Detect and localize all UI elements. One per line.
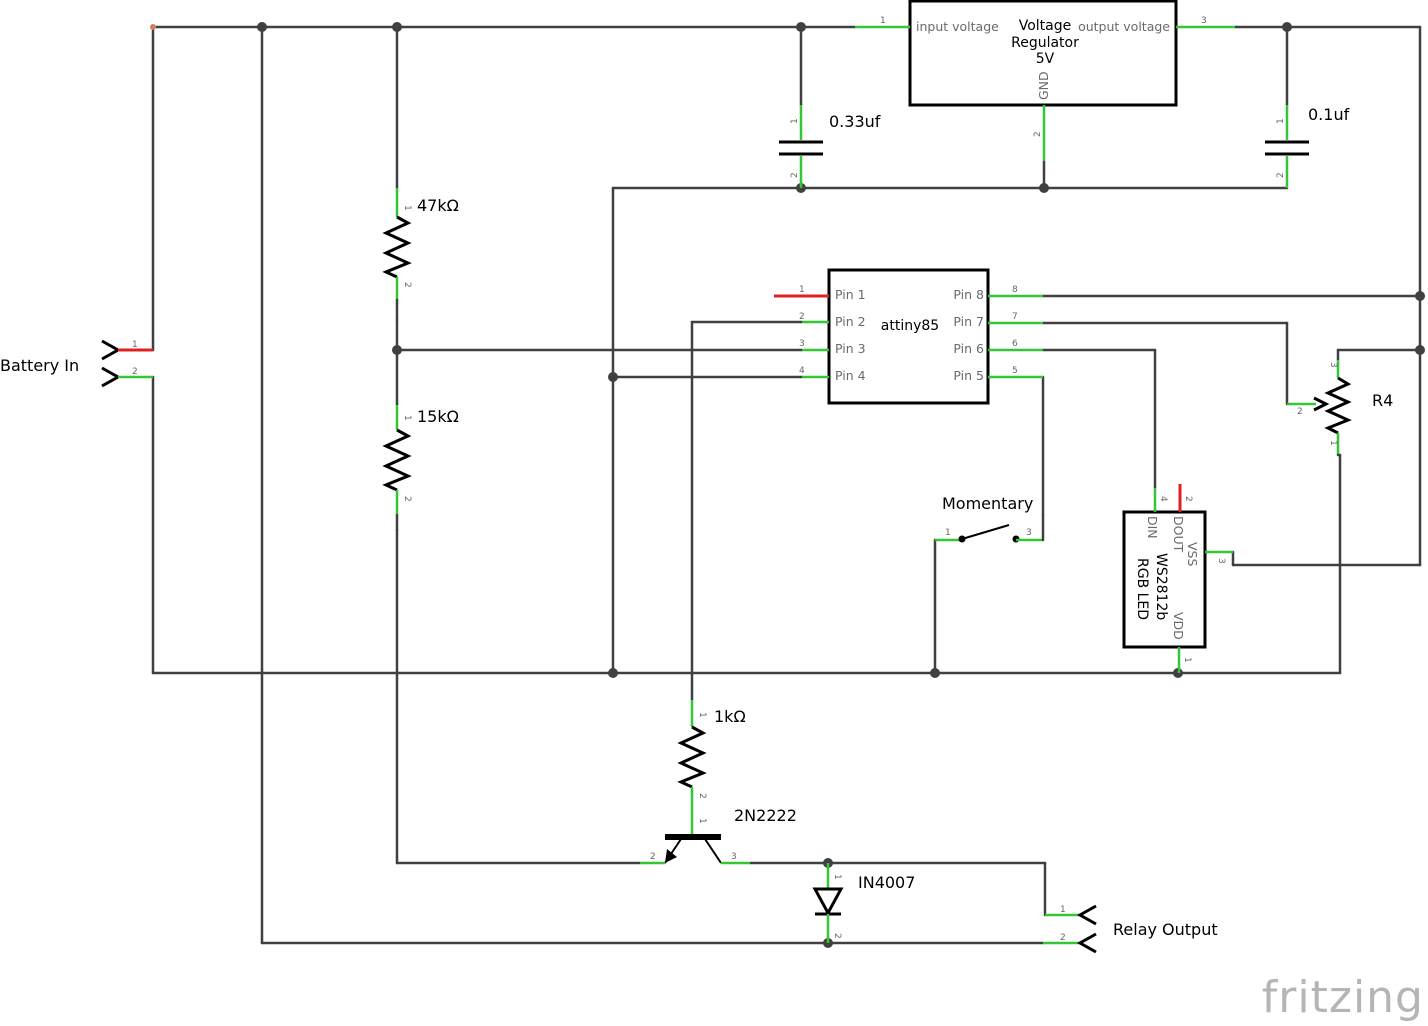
pin-number: 5	[1012, 366, 1018, 376]
pin-number: 1	[1276, 118, 1286, 124]
battery-connector[interactable]: Battery In 1 2	[0, 339, 153, 388]
attiny85-chip[interactable]: attiny85 Pin 1 Pin 2 Pin 3 Pin 4 Pin 8 P…	[774, 268, 1043, 405]
relay-output-connector[interactable]: Relay Output 1 2	[1043, 904, 1218, 954]
pin-number: 1	[402, 205, 412, 211]
regulator-title-2: Regulator	[1011, 35, 1079, 51]
led-din-label: DIN	[1145, 516, 1160, 539]
ws2812b-led[interactable]: DIN DOUT VSS VDD WS2812b RGB LED 4 2 3 1	[1122, 484, 1233, 673]
wires	[151, 25, 1422, 945]
diode-in4007[interactable]: IN4007 1 2	[812, 863, 915, 943]
led-name-2: RGB LED	[1134, 558, 1150, 620]
pin-number: 2	[1276, 172, 1286, 178]
regulator-title: Voltage	[1019, 18, 1072, 34]
regulator-gnd-label: GND	[1036, 71, 1051, 100]
pin-number: 4	[1158, 496, 1168, 502]
resistor-15k-label: 15kΩ	[417, 407, 459, 426]
pin-number: 6	[1012, 339, 1018, 349]
resistor-1k[interactable]: 1kΩ 1 2	[677, 700, 746, 834]
pin-number: 4	[799, 366, 805, 376]
pin-number: 2	[790, 172, 800, 178]
mcu-pin-8-label: Pin 8	[953, 287, 984, 302]
pin-number: 3	[799, 339, 805, 349]
pin-number: 2	[1183, 496, 1193, 502]
pin-number: 2	[650, 852, 656, 862]
capacitor-0-33uf[interactable]: 0.33uf 1 2	[779, 105, 881, 188]
capacitor-0-1uf-label: 0.1uf	[1308, 105, 1350, 124]
pin-number: 3	[1328, 362, 1338, 368]
mcu-pin-4-label: Pin 4	[835, 368, 866, 383]
capacitor-0-1uf[interactable]: 0.1uf 1 2	[1265, 105, 1350, 188]
transistor-label: 2N2222	[734, 806, 797, 825]
pin-number: 1	[790, 118, 800, 124]
transistor-2n2222[interactable]: 2N2222 1 2 3	[640, 806, 797, 865]
pin-number: 2	[799, 312, 805, 322]
battery-label: Battery In	[0, 356, 79, 375]
attiny85-label: attiny85	[881, 318, 939, 334]
regulator-input-label: input voltage	[916, 19, 999, 34]
pin-number: 2	[1060, 933, 1066, 943]
pin-number: 3	[731, 852, 737, 862]
regulator-output-label: output voltage	[1078, 19, 1170, 34]
mcu-pin-6-label: Pin 6	[953, 341, 984, 356]
mcu-pin-5-label: Pin 5	[953, 368, 984, 383]
mcu-pin-7-label: Pin 7	[953, 314, 984, 329]
mcu-pin-3-label: Pin 3	[835, 341, 866, 356]
pin-number: 1	[697, 818, 707, 824]
pin-number: 1	[880, 16, 886, 26]
resistor-1k-label: 1kΩ	[714, 707, 746, 726]
pin-number: 2	[132, 367, 138, 377]
pin-number: 2	[402, 496, 412, 502]
pin-number: 1	[1060, 905, 1066, 915]
diode-label: IN4007	[858, 873, 915, 892]
led-vdd-label: VDD	[1171, 612, 1186, 640]
pin-number: 1	[799, 285, 805, 295]
voltage-regulator[interactable]: input voltage output voltage GND Voltage…	[855, 0, 1235, 190]
resistor-15k[interactable]: 15kΩ 1 2	[382, 405, 459, 532]
led-name: WS2812b	[1153, 553, 1169, 620]
pin-number: 3	[1216, 558, 1226, 564]
pin-number: 2	[1033, 131, 1043, 137]
pin-number: 1	[1328, 440, 1338, 446]
fritzing-logo: fritzing	[1262, 972, 1424, 1023]
led-dout-label: DOUT	[1171, 516, 1186, 553]
potentiometer-label: R4	[1372, 391, 1393, 410]
pin-number: 1	[697, 712, 707, 718]
pin-number: 2	[1297, 407, 1303, 417]
pin-number: 7	[1012, 312, 1018, 322]
pin-number: 1	[1182, 657, 1192, 663]
potentiometer-r4[interactable]: R4 3 2 1	[1287, 360, 1393, 457]
led-vss-label: VSS	[1185, 542, 1200, 566]
pin-number: 3	[1026, 528, 1032, 538]
mcu-pin-1-label: Pin 1	[835, 287, 866, 302]
pin-number: 1	[402, 415, 412, 421]
relay-label: Relay Output	[1113, 920, 1218, 939]
pin-number: 2	[832, 933, 842, 939]
resistor-47k-label: 47kΩ	[417, 196, 459, 215]
pin-number: 3	[1201, 16, 1207, 26]
pin-number: 2	[697, 793, 707, 799]
momentary-switch[interactable]: Momentary 1 3	[935, 494, 1045, 543]
mcu-pin-2-label: Pin 2	[835, 314, 866, 329]
pin-number: 8	[1012, 285, 1018, 295]
capacitor-0-33uf-label: 0.33uf	[829, 112, 881, 131]
pin-number: 1	[945, 528, 951, 538]
switch-label: Momentary	[942, 494, 1033, 513]
regulator-value: 5V	[1036, 51, 1055, 67]
pin-number: 2	[402, 282, 412, 288]
pin-number: 1	[132, 340, 138, 350]
resistor-47k[interactable]: 47kΩ 1 2	[382, 188, 459, 322]
pin-number: 1	[832, 874, 842, 880]
